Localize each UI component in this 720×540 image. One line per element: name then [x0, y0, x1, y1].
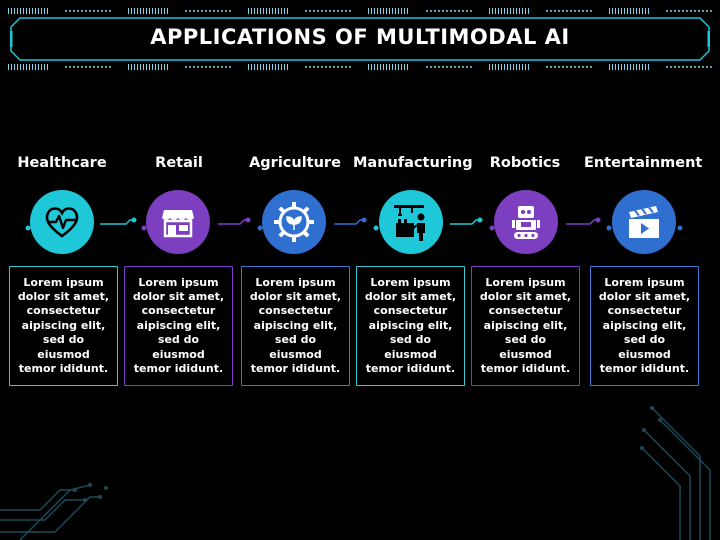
- card-text-line: sed do eiusmod: [269, 333, 322, 361]
- card-text-line: aipiscing elit,: [253, 318, 338, 332]
- entertainment-icon-badge: [612, 190, 676, 254]
- card-text-line: consectetur: [141, 304, 216, 318]
- card-text-line: aipiscing elit,: [368, 318, 453, 332]
- robotics-icon-badge: [494, 190, 558, 254]
- tick-bars: [488, 8, 529, 14]
- factory-worker-icon: [394, 205, 425, 241]
- card-text-line: temor ididunt.: [480, 362, 571, 376]
- tick-dots: [305, 10, 352, 12]
- label-manufacturing: Manufacturing: [353, 155, 473, 171]
- card-text-line: consectetur: [26, 304, 101, 318]
- tick-dots: [185, 66, 232, 68]
- card-text-line: consectetur: [607, 304, 682, 318]
- card-text-line: sed do eiusmod: [618, 333, 671, 361]
- tick-bars: [128, 8, 169, 14]
- heartbeat-icon: [45, 207, 79, 238]
- agriculture-icon-badge: [262, 190, 326, 254]
- tick-dots: [545, 10, 592, 12]
- title-frame-outline: [10, 17, 710, 61]
- circuit-decoration-left: [0, 483, 108, 540]
- top-decorative-border: [8, 8, 712, 14]
- label-healthcare: Healthcare: [17, 155, 107, 171]
- card-text-line: temor ididunt.: [599, 362, 690, 376]
- tick-bars: [8, 64, 48, 70]
- tick-dots: [665, 10, 712, 12]
- card-text-line: Lorem ipsum: [485, 275, 566, 289]
- healthcare-icon-badge: [30, 190, 94, 254]
- card-text-line: consectetur: [488, 304, 563, 318]
- card-text-line: consectetur: [373, 304, 448, 318]
- card-text-line: dolor sit amet,: [598, 289, 691, 303]
- tick-dots: [665, 66, 712, 68]
- label-agriculture: Agriculture: [249, 155, 341, 171]
- tick-bars: [368, 8, 409, 14]
- tick-bars: [248, 8, 289, 14]
- tick-bars: [128, 64, 169, 70]
- card-text-line: sed do eiusmod: [37, 333, 90, 361]
- tick-dots: [425, 66, 472, 68]
- label-robotics: Robotics: [489, 155, 561, 171]
- card-text-line: consectetur: [258, 304, 333, 318]
- icon-connectors: [25, 217, 683, 231]
- card-text-line: temor ididunt.: [250, 362, 341, 376]
- tick-bars: [608, 8, 649, 14]
- card-text-line: aipiscing elit,: [602, 318, 687, 332]
- card-text-line: sed do eiusmod: [384, 333, 437, 361]
- card-text-line: aipiscing elit,: [483, 318, 568, 332]
- manufacturing-icon-badge: [379, 190, 443, 254]
- card-text-line: dolor sit amet,: [17, 289, 110, 303]
- card-text-line: aipiscing elit,: [136, 318, 221, 332]
- tick-dots: [545, 66, 592, 68]
- tick-dots: [305, 66, 352, 68]
- card-text-line: sed do eiusmod: [499, 333, 552, 361]
- card-text-line: sed do eiusmod: [152, 333, 205, 361]
- page-title: APPLICATIONS OF MULTIMODAL AI: [150, 25, 570, 49]
- tick-dots: [65, 10, 112, 12]
- storefront-icon: [162, 210, 194, 238]
- robot-icon: [512, 206, 540, 239]
- card-text-line: Lorem ipsum: [604, 275, 685, 289]
- plant-gear-icon: [274, 202, 314, 242]
- card-text-line: dolor sit amet,: [364, 289, 457, 303]
- card-text-line: temor ididunt.: [18, 362, 109, 376]
- card-text-line: dolor sit amet,: [132, 289, 225, 303]
- card-text-line: aipiscing elit,: [21, 318, 106, 332]
- circuit-decoration-right: [640, 406, 711, 540]
- card-text-line: dolor sit amet,: [249, 289, 342, 303]
- bottom-decorative-border: [8, 64, 712, 70]
- tick-bars: [488, 64, 529, 70]
- retail-icon-badge: [146, 190, 210, 254]
- tick-dots: [185, 10, 232, 12]
- card-text-line: Lorem ipsum: [255, 275, 336, 289]
- title-banner: APPLICATIONS OF MULTIMODAL AI: [10, 17, 710, 61]
- card-text-line: dolor sit amet,: [479, 289, 572, 303]
- card-text-line: Lorem ipsum: [370, 275, 451, 289]
- tick-bars: [8, 8, 48, 14]
- card-text-line: temor ididunt.: [365, 362, 456, 376]
- tick-dots: [65, 66, 112, 68]
- card-text-line: Lorem ipsum: [138, 275, 219, 289]
- tick-dots: [425, 10, 472, 12]
- card-text-line: Lorem ipsum: [23, 275, 104, 289]
- label-entertainment: Entertainment: [584, 155, 703, 171]
- tick-bars: [248, 64, 289, 70]
- card-text-line: temor ididunt.: [133, 362, 224, 376]
- clapperboard-icon: [629, 206, 659, 238]
- tick-bars: [368, 64, 409, 70]
- tick-bars: [608, 64, 649, 70]
- label-retail: Retail: [155, 155, 203, 171]
